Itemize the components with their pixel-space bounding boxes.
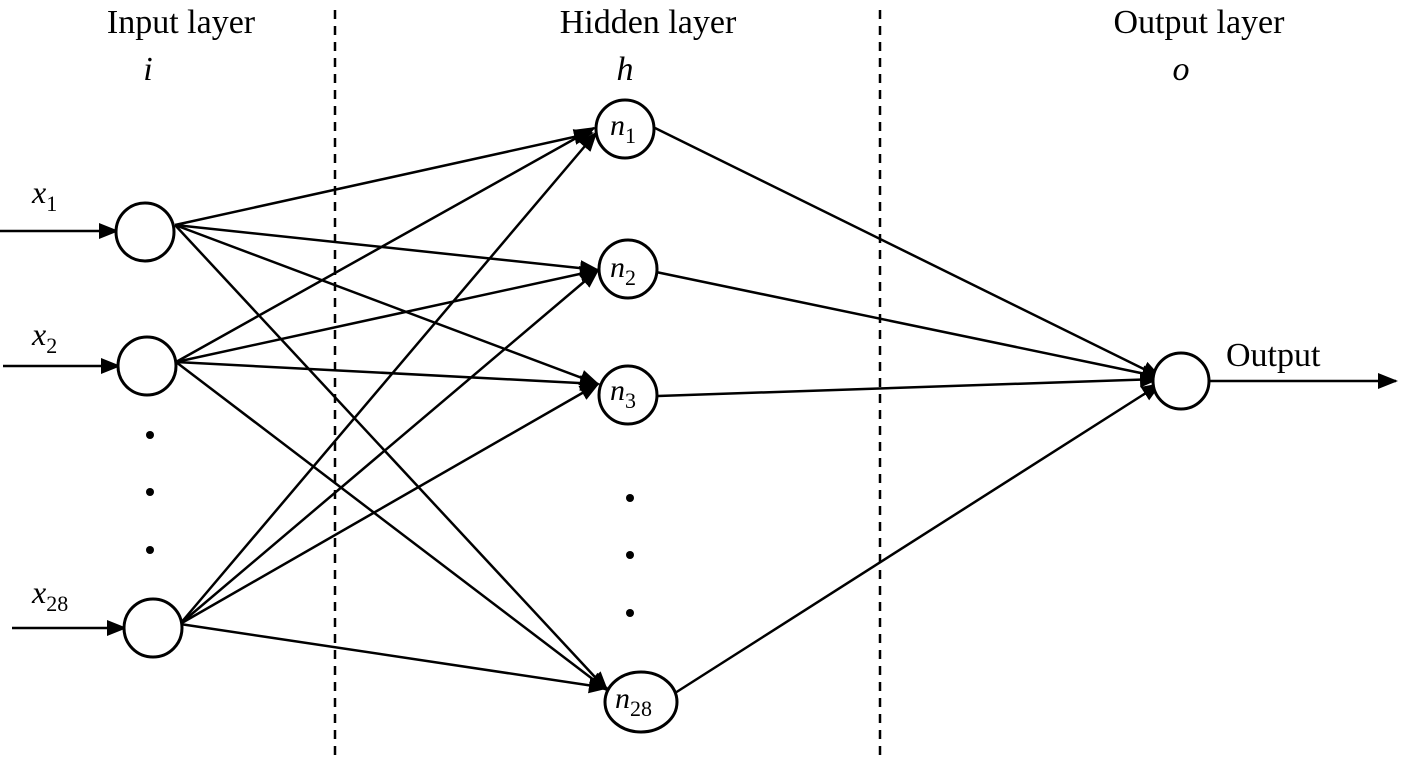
input-label-x28: x28 xyxy=(31,574,68,616)
hidden-layer-title: Hidden layer xyxy=(560,4,737,41)
input-ellipsis-dot xyxy=(146,546,154,554)
edge-x2-n2 xyxy=(175,266,600,364)
output-layer-title: Output layer xyxy=(1114,4,1286,41)
hidden-label-n3: n3 xyxy=(610,374,636,413)
edge-n1-output xyxy=(654,126,1162,379)
edge-x2-n1 xyxy=(175,126,596,364)
input-hidden-edges xyxy=(174,126,609,694)
input-ellipsis-dot xyxy=(146,488,154,496)
input-layer-symbol: i xyxy=(143,51,152,88)
edge-x28-n1 xyxy=(179,131,598,625)
input-ellipsis-dot xyxy=(146,431,154,439)
edge-n2-output xyxy=(655,270,1162,382)
input-layer-title: Input layer xyxy=(107,4,256,41)
edge-n3-output xyxy=(657,371,1160,398)
edge-x1-n28 xyxy=(174,224,609,692)
edge-x28-n28 xyxy=(179,622,609,694)
hidden-ellipsis-dot xyxy=(626,609,634,617)
edge-x1-n2 xyxy=(174,223,600,277)
edge-x2-n28 xyxy=(175,361,609,692)
hidden-node-n3 xyxy=(597,364,659,426)
edge-x1-n1 xyxy=(174,129,594,227)
edge-x28-n2 xyxy=(179,268,600,625)
edge-x28-n3 xyxy=(179,382,600,626)
input-label-x2: x2 xyxy=(31,316,57,358)
input-label-x1: x1 xyxy=(31,174,57,216)
hidden-ellipsis-dot xyxy=(626,551,634,559)
hidden-node-n28 xyxy=(603,670,679,734)
hidden-label-n28: n28 xyxy=(615,682,652,721)
output-layer-symbol: o xyxy=(1173,51,1190,88)
hidden-ellipsis-dot xyxy=(626,494,634,502)
input-node-x28 xyxy=(122,597,184,659)
input-node-x2 xyxy=(116,335,178,397)
output-label: Output xyxy=(1226,337,1321,374)
output-node xyxy=(1151,351,1211,411)
hidden-label-n1: n1 xyxy=(610,109,636,148)
edge-x1-n3 xyxy=(174,223,600,386)
input-node-x1 xyxy=(114,201,176,263)
hidden-output-edges xyxy=(654,126,1162,695)
hidden-label-n2: n2 xyxy=(610,251,636,290)
hidden-node-n2 xyxy=(597,238,659,300)
hidden-layer-symbol: h xyxy=(617,51,634,88)
edge-x2-n3 xyxy=(175,360,600,392)
hidden-node-n1 xyxy=(594,98,656,160)
edge-n28-output xyxy=(674,382,1162,695)
